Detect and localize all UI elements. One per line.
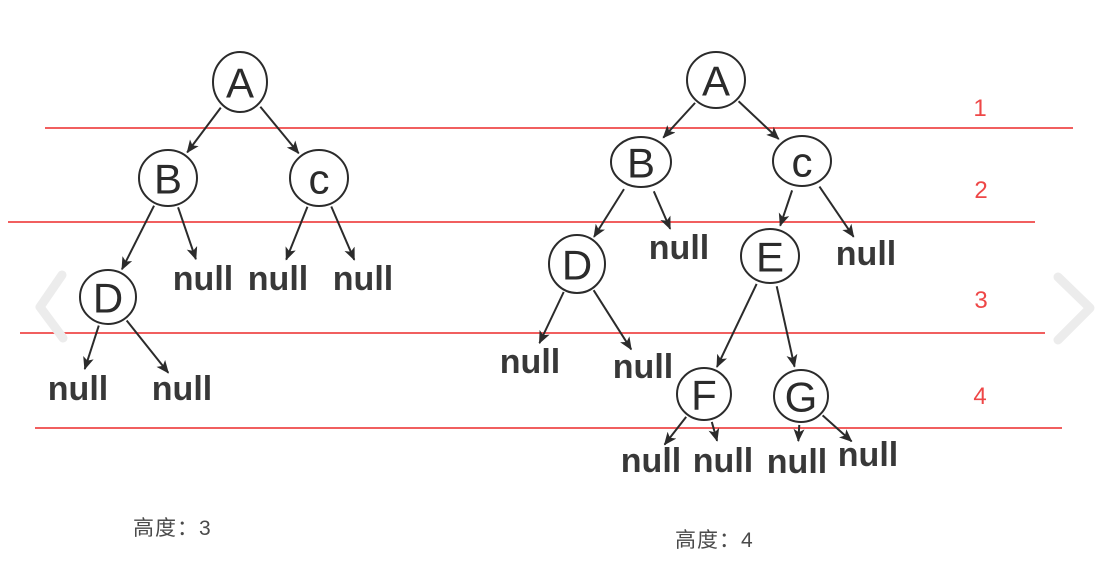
edge-c-nc [818,186,855,238]
node-label: F [691,372,717,419]
tree-node-G: G [773,369,829,423]
edge-A-c [259,106,300,155]
edge-F-nf2 [708,421,720,442]
height-caption-right: 高度：4 [675,529,754,552]
level-label-4: 4 [973,383,986,410]
node-circle [212,51,268,113]
edge-B-D [121,205,155,271]
edge-G-ng2 [821,414,853,443]
node-label: A [702,58,730,105]
node-circle [289,149,349,207]
edge-F-nf1 [663,416,687,446]
edge-c-E [778,190,794,227]
node-circle [773,369,829,423]
level-label-1: 1 [973,95,986,122]
edge-c-n2 [285,206,309,261]
node-circle [676,367,732,421]
node-circle [740,228,800,284]
node-circle [686,51,746,109]
edge-A-B [662,102,696,139]
level-label-2: 2 [974,177,987,204]
null-label: null [500,343,560,381]
prev-image-button[interactable] [35,270,68,343]
tree-node-A: A [686,51,746,109]
edge-B-nb [652,190,672,230]
node-label: c [792,139,813,186]
chevron-right-icon [1053,272,1095,345]
node-circle [548,234,606,294]
tree-node-D: D [79,269,137,325]
null-label: null [621,442,681,480]
height-caption-left: 高度：3 [133,517,212,540]
null-label: null [333,260,393,298]
null-label: null [836,235,896,273]
node-label: B [154,156,182,203]
node-label: B [627,140,655,187]
chevron-left-icon [35,270,68,343]
tree-node-E: E [740,228,800,284]
null-label: null [613,348,673,386]
next-image-button[interactable] [1053,272,1095,345]
null-label: null [693,442,753,480]
null-label: null [767,443,827,481]
edge-B-n1 [177,206,198,261]
edge-A-c [737,100,780,140]
node-circle [79,269,137,325]
node-label: D [562,242,592,289]
node-circle [772,135,832,187]
edge-D-n4 [83,325,100,371]
node-circle [610,136,672,188]
null-label: null [152,370,212,408]
null-label: null [248,260,308,298]
tree-node-B: B [138,149,198,207]
tree-node-c: c [289,149,349,207]
edge-E-F [716,283,758,368]
node-label: D [93,275,123,322]
tree-node-D: D [548,234,606,294]
node-label: E [756,234,784,281]
edge-c-n3 [330,206,356,261]
edge-D-n5 [125,319,170,374]
null-label: null [173,260,233,298]
null-label: null [838,436,898,474]
level-label-3: 3 [974,287,987,314]
node-circle [138,149,198,207]
node-label: c [309,156,330,203]
tree-node-B: B [610,136,672,188]
tree-node-A: A [212,51,268,113]
tree-node-c: c [772,135,832,187]
edge-B-D [593,188,625,238]
edge-E-G [775,286,798,368]
node-label: G [785,374,818,421]
null-label: null [649,229,709,267]
edge-D-nd1 [538,291,565,345]
edge-D-nd2 [592,289,633,351]
node-label: A [226,60,254,107]
edge-A-B [186,106,222,154]
edge-G-ng1 [793,424,805,443]
null-label: null [48,370,108,408]
tree-node-F: F [676,367,732,421]
